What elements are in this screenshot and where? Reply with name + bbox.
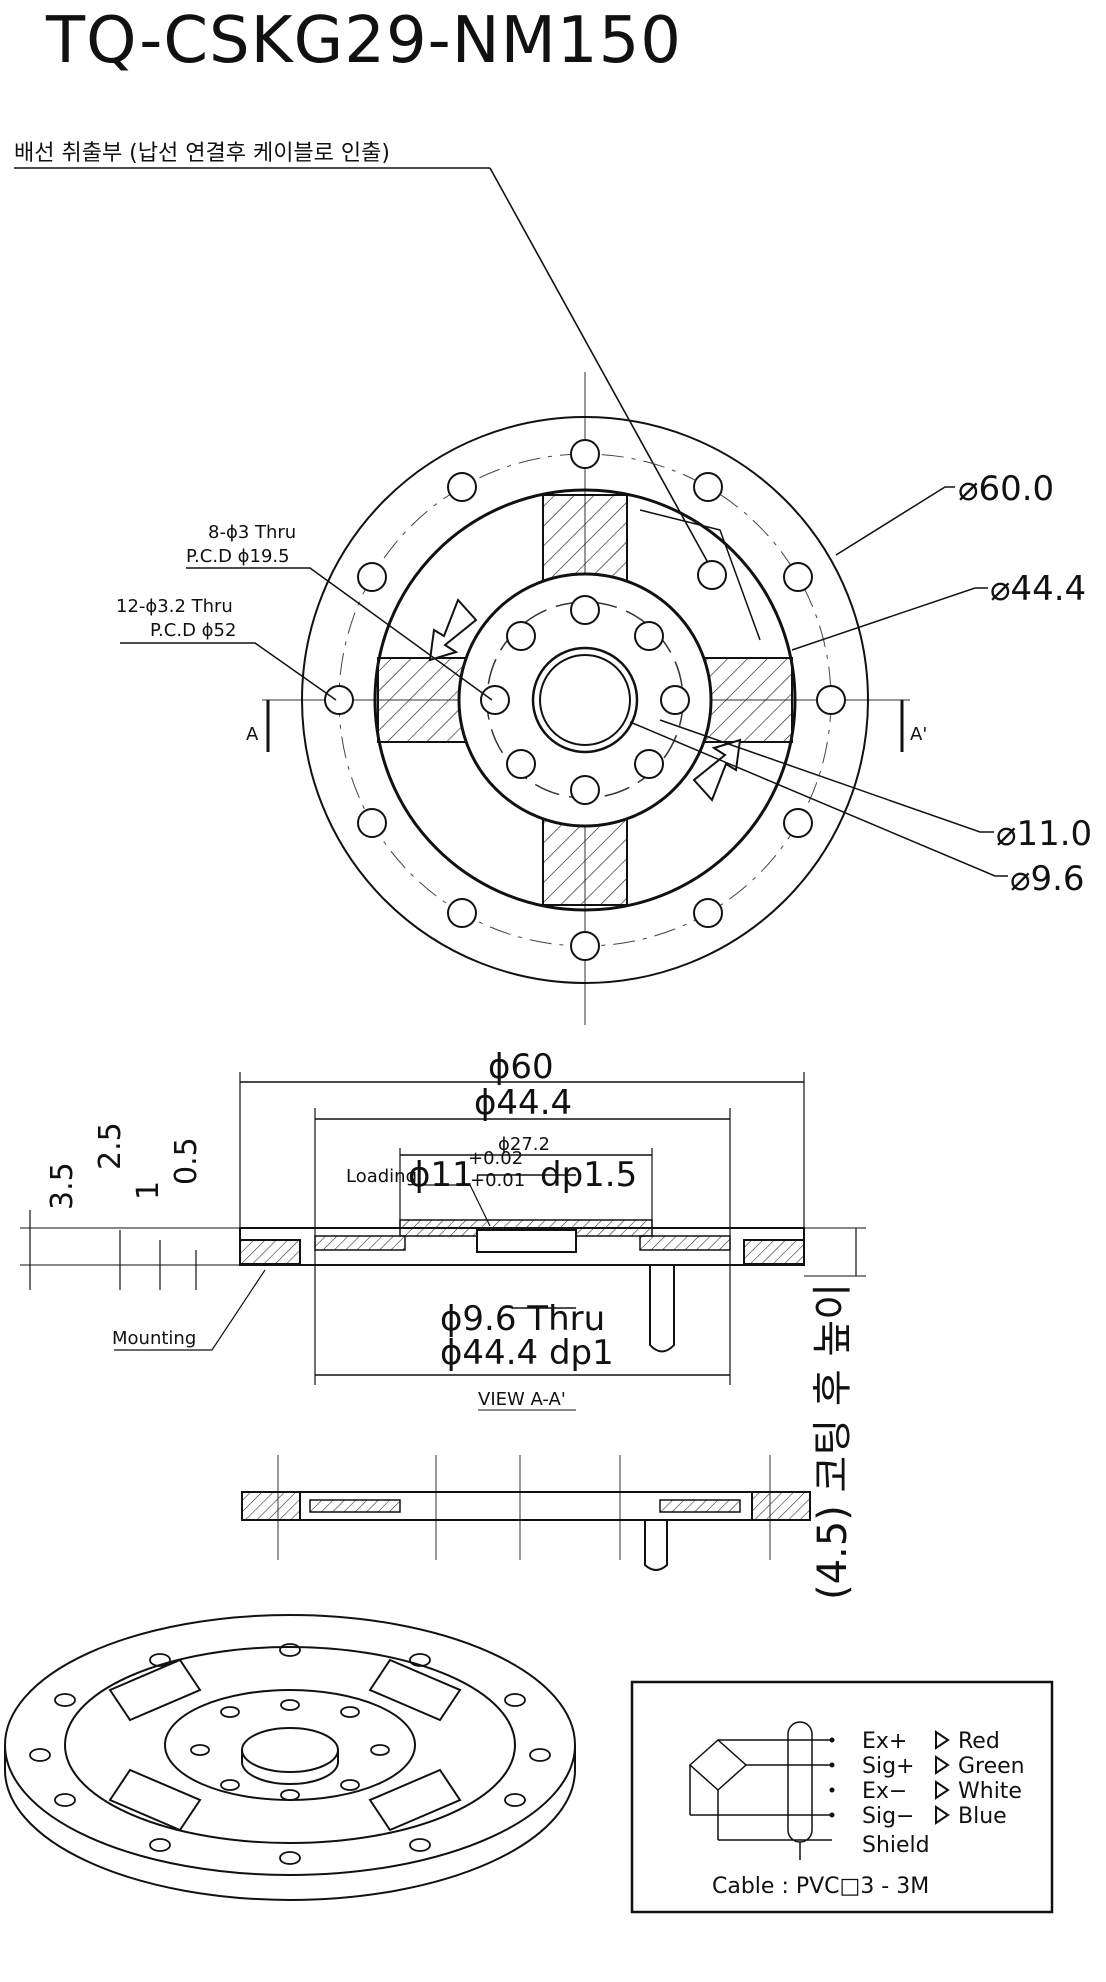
drawing-title: TQ-CSKG29-NM150 xyxy=(45,4,682,78)
isometric-view xyxy=(4,1614,576,1901)
section-marker-a: A xyxy=(246,724,259,745)
dia-60-label: ⌀60.0 xyxy=(958,469,1054,509)
wire-color-white: White xyxy=(958,1779,1022,1804)
height-35: 3.5 xyxy=(45,1162,80,1210)
wire-signal-ex-plus: Ex+ xyxy=(862,1729,907,1754)
height-05: 0.5 xyxy=(169,1137,204,1185)
cable-spec: Cable : PVC□3 - 3M xyxy=(712,1874,929,1899)
wire-color-blue: Blue xyxy=(958,1804,1007,1829)
top-view xyxy=(262,372,910,1025)
loading-label: Loading xyxy=(346,1166,417,1187)
sec-dia-44: ϕ44.4 xyxy=(474,1083,572,1123)
coating-height: (4.5) 코팅 후 높이 xyxy=(810,1283,856,1600)
sec-tol-upper: +0.02 xyxy=(468,1148,523,1169)
view-label: VIEW A-A' xyxy=(478,1389,566,1410)
sec-dia-11: ϕ11 xyxy=(408,1155,474,1195)
wire-signal-ex-minus: Ex− xyxy=(862,1779,907,1804)
height-1: 1 xyxy=(131,1181,166,1200)
sec-thru: ϕ9.6 Thru xyxy=(440,1299,605,1339)
outer-pcd-callout: P.C.D ϕ52 xyxy=(150,620,236,641)
sec-depth-15: dp1.5 xyxy=(540,1155,637,1195)
inner-pcd-callout: P.C.D ϕ19.5 xyxy=(186,546,290,567)
dia-44-leader xyxy=(791,587,988,651)
outer-holes-leader xyxy=(120,642,337,701)
note-leader xyxy=(489,167,713,571)
wire-shield: Shield xyxy=(862,1833,930,1858)
section-view xyxy=(20,1072,866,1385)
sec-dia-27: ϕ27.2 xyxy=(498,1134,550,1155)
dia-11-label: ⌀11.0 xyxy=(996,814,1092,854)
inner-holes-callout: 8-ϕ3 Thru xyxy=(208,522,296,543)
dia-9-leader xyxy=(629,721,1008,877)
wire-signal-sig-plus: Sig+ xyxy=(862,1754,914,1779)
wire-color-green: Green xyxy=(958,1754,1025,1779)
dia-60-leader xyxy=(835,486,955,556)
height-25: 2.5 xyxy=(93,1122,128,1170)
mounting-label: Mounting xyxy=(112,1328,196,1349)
section-marker-a-prime: A' xyxy=(910,724,927,745)
inner-holes-leader xyxy=(186,567,493,701)
sec-tol-lower: +0.01 xyxy=(470,1170,525,1191)
sec-depth-1: ϕ44.4 dp1 xyxy=(440,1333,614,1373)
dia-44-label: ⌀44.4 xyxy=(990,569,1086,609)
wire-signal-sig-minus: Sig− xyxy=(862,1804,914,1829)
dia-9-label: ⌀9.6 xyxy=(1010,859,1085,899)
dia-11-leader xyxy=(659,719,994,833)
sec-dia-60: ϕ60 xyxy=(488,1047,554,1087)
side-view xyxy=(241,1455,811,1571)
wire-color-red: Red xyxy=(958,1729,1000,1754)
outer-holes-callout: 12-ϕ3.2 Thru xyxy=(116,596,233,617)
wire-outlet-note: 배선 취출부 (납선 연결후 케이블로 인출) xyxy=(14,141,390,166)
wiring-diagram xyxy=(630,1680,1054,1914)
